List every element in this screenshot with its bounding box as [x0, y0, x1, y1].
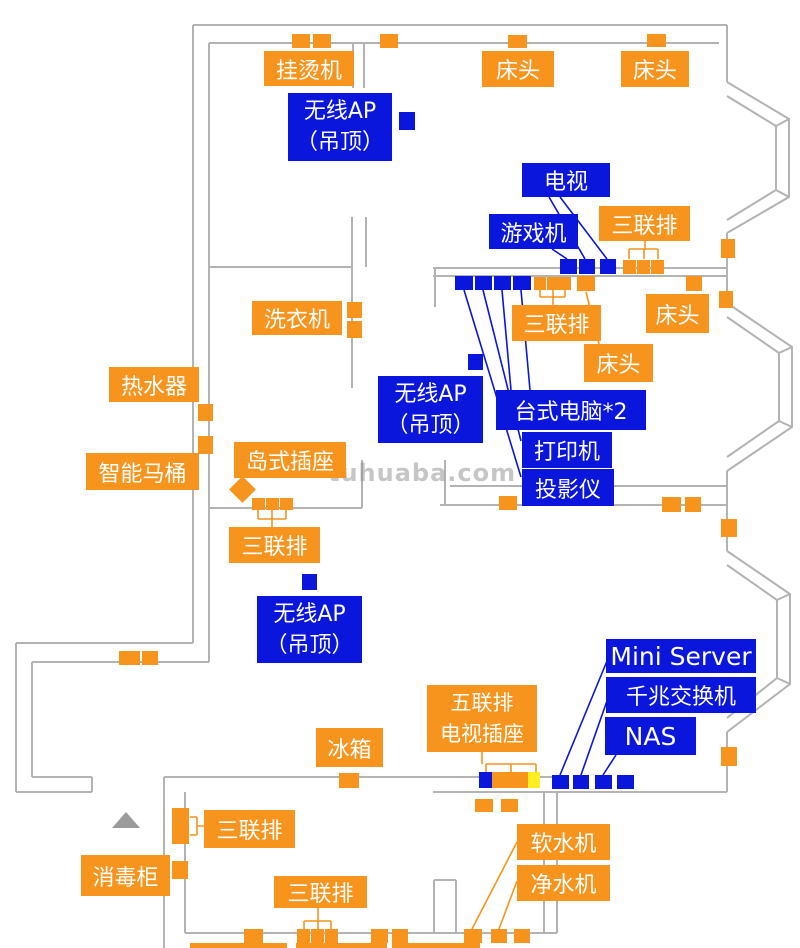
network-outlet-icon: [552, 775, 569, 789]
outlet-icon: [492, 772, 504, 788]
outlet-icon: [637, 260, 650, 274]
outlet-icon: [514, 929, 530, 943]
network-outlet-icon: [573, 775, 589, 789]
label-triple-strip-3: 三联排: [229, 527, 320, 563]
outlet-icon: [719, 291, 733, 308]
ap-marker-icon: [468, 354, 483, 370]
label-mini-server: Mini Server: [606, 639, 756, 673]
outlet-icon: [686, 276, 702, 291]
network-outlet-icon: [595, 775, 612, 789]
label-game-console: 游戏机: [489, 214, 578, 249]
outlet-icon: [721, 747, 737, 766]
label-projector: 投影仪: [522, 469, 614, 506]
outlet-icon: [547, 277, 559, 290]
label-triple-strip-5: 三联排: [274, 876, 367, 908]
outlet-icon: [662, 497, 681, 512]
outlet-icon: [266, 498, 279, 510]
label-fridge: 冰箱: [316, 728, 383, 767]
label-wireless-ap-1: 无线AP （吊顶）: [288, 93, 392, 161]
north-arrow-icon: [112, 812, 140, 828]
outlet-icon: [347, 302, 362, 318]
outlet-icon: [172, 808, 189, 826]
outlet-icon: [721, 519, 737, 537]
outlet-icon: [651, 260, 664, 274]
outlet-icon: [252, 498, 265, 510]
outlet-icon: [339, 773, 359, 788]
outlet-icon: [380, 34, 398, 48]
label-smart-toilet: 智能马桶: [86, 453, 199, 490]
outlet-icon: [508, 35, 527, 48]
outlet-icon: [623, 260, 636, 274]
outlet-icon: [577, 276, 595, 291]
label-bedside-4: 床头: [584, 344, 653, 382]
label-washing-machine: 洗衣机: [252, 301, 342, 335]
label-wireless-ap-3: 无线AP （吊顶）: [257, 596, 362, 663]
outlet-icon: [172, 861, 188, 879]
outlet-icon: [685, 497, 701, 512]
outlet-icon: [475, 799, 493, 812]
label-triple-strip-1: 三联排: [599, 206, 690, 241]
network-outlet-icon: [600, 259, 616, 274]
outlet-icon: [280, 498, 293, 510]
label-triple-strip-2: 三联排: [512, 305, 601, 341]
ap-marker-icon: [302, 574, 317, 590]
outlet-icon: [721, 239, 735, 258]
outlet-icon: [198, 436, 213, 454]
outlet-icon: [119, 651, 140, 665]
outlet-icon: [244, 929, 263, 944]
special-outlet-icon: [528, 772, 540, 788]
cutoff-label: [392, 943, 480, 948]
outlet-icon: [313, 34, 331, 48]
outlet-icon: [142, 651, 158, 665]
network-outlet-icon: [513, 276, 531, 290]
label-water-heater: 热水器: [109, 367, 199, 402]
outlet-icon: [491, 929, 507, 943]
cutoff-label: [190, 943, 287, 948]
label-disinfection-cabinet: 消毒柜: [81, 855, 170, 896]
outlet-icon: [297, 929, 310, 943]
outlet-icon: [172, 826, 189, 844]
label-water-purifier: 净水机: [517, 865, 610, 901]
outlet-icon: [464, 929, 482, 943]
label-water-softener: 软水机: [517, 824, 610, 860]
label-garment-steamer: 挂烫机: [264, 51, 354, 86]
network-outlet-icon: [494, 276, 511, 290]
label-gigabit-switch: 千兆交换机: [606, 677, 756, 713]
label-five-strip-tv: 五联排 电视插座: [427, 685, 537, 752]
label-triple-strip-4: 三联排: [204, 810, 295, 848]
outlet-icon: [501, 799, 518, 812]
network-outlet-icon: [475, 276, 492, 290]
label-bedside-3: 床头: [646, 294, 709, 333]
outlet-icon: [534, 277, 546, 290]
label-printer: 打印机: [522, 432, 612, 468]
outlet-icon: [559, 277, 571, 290]
ap-marker-icon: [399, 112, 415, 130]
network-outlet-icon: [579, 259, 595, 274]
outlet-icon: [647, 34, 666, 47]
outlet-icon: [292, 34, 310, 48]
outlet-icon: [311, 929, 324, 943]
outlet-icon: [516, 772, 528, 788]
outlet-icon: [198, 404, 213, 421]
network-outlet-icon: [479, 772, 492, 788]
label-tv: 电视: [522, 163, 610, 197]
outlet-icon: [504, 772, 516, 788]
outlet-icon: [499, 496, 517, 510]
cutoff-label: [296, 943, 387, 948]
label-desktop-pc: 台式电脑*2: [496, 390, 646, 430]
network-outlet-icon: [455, 276, 473, 290]
outlet-icon: [392, 929, 408, 943]
label-bedside-2: 床头: [621, 51, 689, 87]
outlet-icon: [347, 321, 362, 338]
label-bedside-1: 床头: [482, 51, 554, 87]
network-outlet-icon: [617, 775, 634, 789]
label-wireless-ap-2: 无线AP （吊顶）: [378, 376, 483, 443]
outlet-icon: [325, 929, 338, 943]
watermark: tuhuaba.com: [328, 459, 517, 487]
network-outlet-icon: [560, 259, 577, 274]
outlet-icon: [371, 929, 388, 943]
label-island-socket: 岛式插座: [234, 442, 346, 478]
label-nas: NAS: [605, 717, 696, 755]
